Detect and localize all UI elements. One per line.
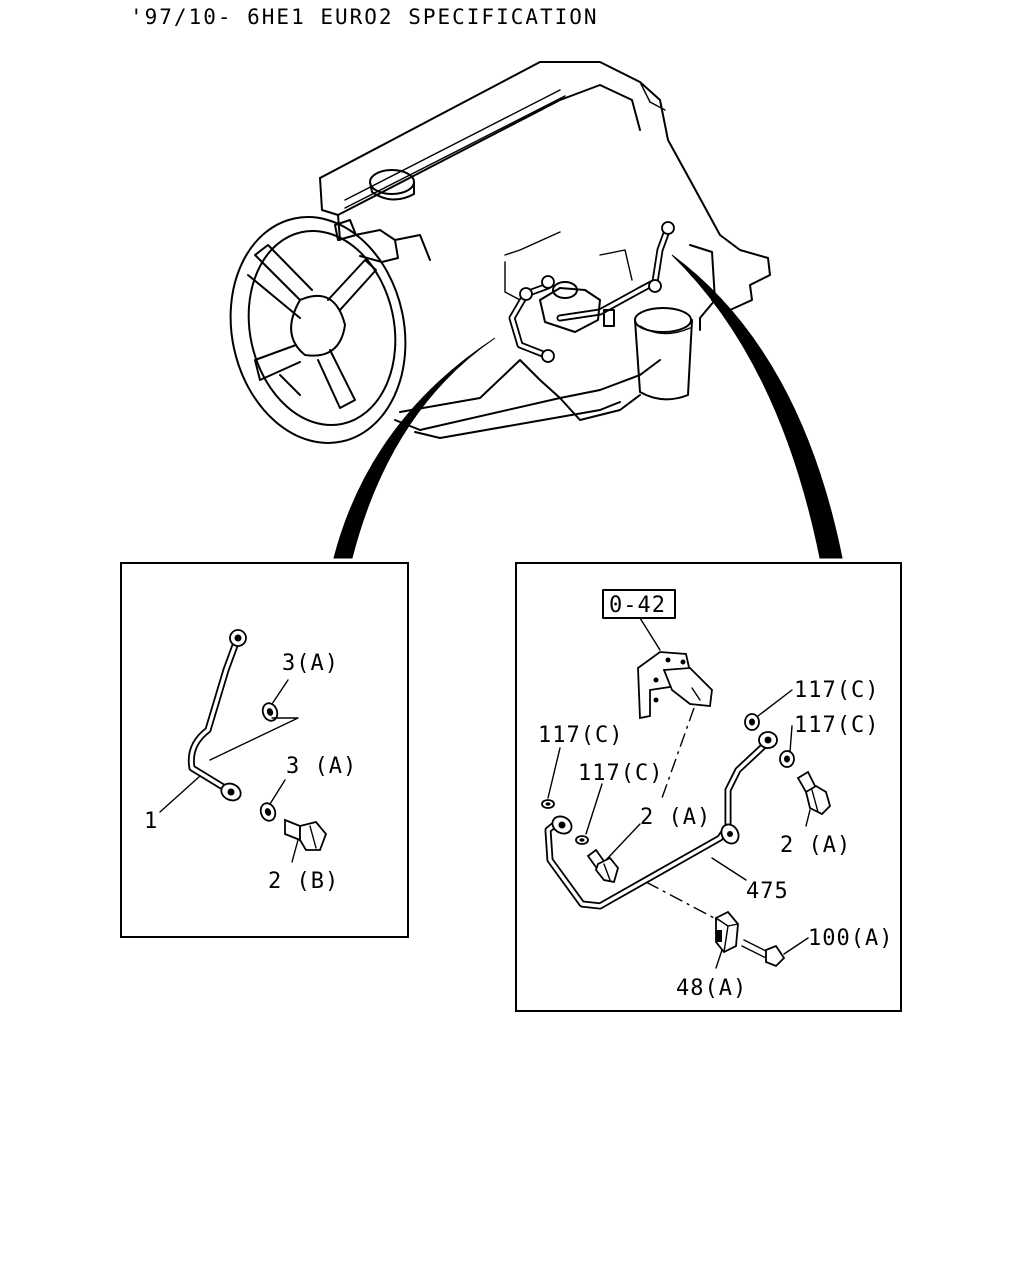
label-washer-117c-4: 117(C)	[578, 761, 663, 786]
right-detail-panel: 0-42	[515, 562, 902, 1012]
leader-washer-lower	[269, 779, 286, 805]
label-bolt-center: 2 (A)	[640, 805, 711, 830]
label-clip-bolt: 100(A)	[808, 926, 893, 951]
leader-washer-upper	[271, 679, 289, 705]
reference-box	[602, 589, 676, 619]
diagram-title: '97/10- 6HE1 EURO2 SPECIFICATION	[130, 5, 599, 29]
leader-eye-bolt	[291, 839, 299, 863]
label-washer-117c-3: 117(C)	[538, 723, 623, 748]
reference-box-label: 0-42	[609, 593, 666, 618]
label-washer-117c-2: 117(C)	[794, 713, 879, 738]
eye-bolt-center	[586, 848, 619, 884]
engine-overview-illustration	[229, 61, 771, 444]
callout-wedge-right	[671, 254, 843, 559]
callout-wedge-left	[333, 337, 496, 559]
left-detail-panel: 1 3(A) 3 (A) 2 (B)	[120, 562, 409, 938]
label-pipe-475: 475	[746, 879, 789, 904]
label-washer-upper: 3(A)	[282, 651, 339, 676]
leader-part-1	[159, 775, 201, 813]
label-washer-117c-1: 117(C)	[794, 678, 879, 703]
left-detail-frame	[120, 562, 409, 938]
label-bolt-right: 2 (A)	[780, 833, 851, 858]
label-clip: 48(A)	[676, 976, 747, 1001]
right-detail-frame	[515, 562, 902, 1012]
pipe-clip	[715, 910, 739, 954]
label-eye-bolt: 2 (B)	[268, 869, 339, 894]
clip-bolt	[741, 939, 786, 968]
label-washer-lower: 3 (A)	[286, 754, 357, 779]
label-part-1: 1	[144, 809, 158, 834]
eye-bolt-left	[284, 818, 328, 851]
mounting-bracket	[637, 651, 713, 720]
eye-bolt-right	[796, 770, 832, 816]
